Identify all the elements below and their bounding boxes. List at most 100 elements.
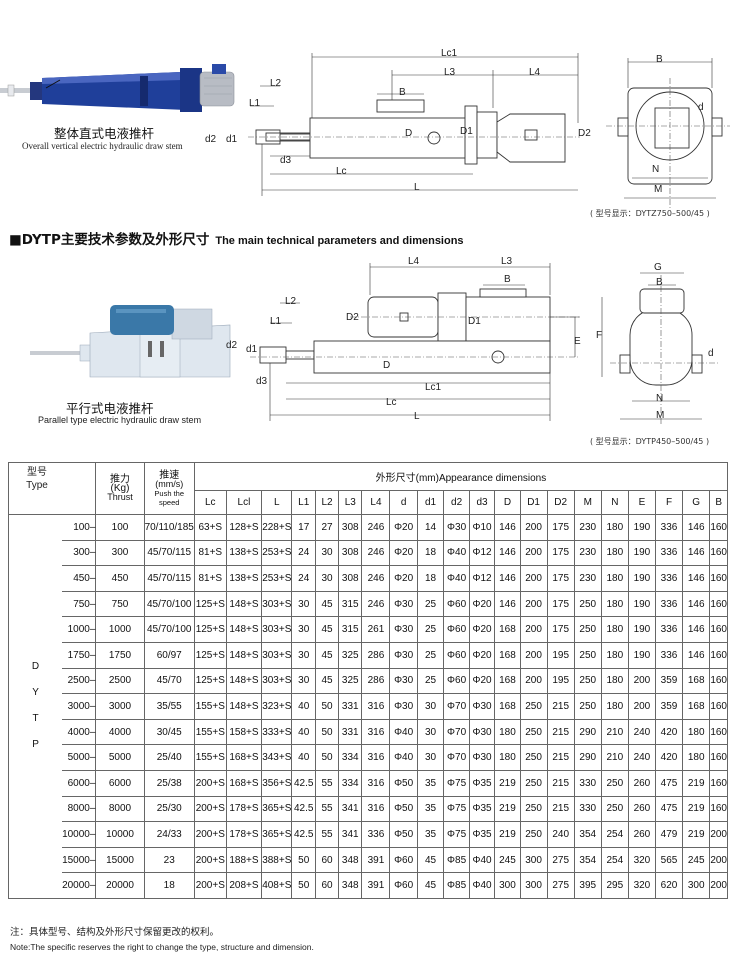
cell-n: 180: [600, 667, 629, 695]
section-title-cn: ■DYTP主要技术参数及外形尺寸: [9, 232, 210, 248]
cell-d1: 200: [519, 641, 548, 669]
col-header-d: D: [494, 490, 521, 515]
cell-l1: 40: [291, 718, 317, 746]
cell-d: 219: [494, 795, 521, 823]
cell-m: 354: [573, 846, 602, 874]
cell-d1: 45: [416, 872, 445, 899]
cell-type: 1750–: [62, 641, 97, 669]
cell-m: 230: [573, 514, 602, 541]
cell-b: 160: [709, 744, 728, 771]
col-header-lcl: Lcl: [225, 490, 263, 515]
cell-n: 254: [600, 846, 629, 874]
cell-l1: 30: [291, 590, 317, 618]
cell-e: 190: [627, 641, 656, 669]
cell-d3: Φ40: [468, 846, 496, 874]
dim-label-D1: D1: [460, 126, 473, 137]
cell-speed: 18: [143, 872, 195, 899]
cell-type: 1000–: [62, 616, 97, 643]
cell-thrust: 5000: [95, 744, 145, 771]
series-letter: P: [32, 739, 39, 751]
cell-d2: 275: [546, 846, 575, 874]
cell-l2: 50: [315, 718, 340, 746]
cell-l4: 261: [361, 616, 391, 643]
cell-type: 6000–: [62, 769, 97, 797]
dim-label-b-b: B: [504, 274, 511, 285]
cell-d3: Φ12: [468, 565, 496, 592]
cell-d1: 30: [416, 693, 445, 720]
cell-b: 160: [709, 769, 728, 797]
note-cn: 注：具体型号、结构及外形尺寸保留更改的权利。: [10, 927, 220, 938]
cell-d2: Φ85: [443, 872, 470, 899]
dim-label-d-side-b: d: [708, 348, 714, 359]
dim-label-n: N: [652, 164, 660, 175]
cell-n: 180: [600, 693, 629, 720]
cell-e: 200: [627, 667, 656, 695]
cell-n: 210: [600, 744, 629, 771]
cell-lcl: 168+S: [225, 769, 263, 797]
cell-lcl: 168+S: [225, 744, 263, 771]
cell-d: Φ20: [389, 539, 418, 567]
cell-e: 190: [627, 514, 656, 541]
cell-l1: 40: [291, 744, 317, 771]
cell-lcl: 178+S: [225, 795, 263, 823]
cell-b: 160: [709, 616, 728, 643]
cell-l2: 45: [315, 641, 340, 669]
parallel-push-rod-photo: [30, 305, 231, 378]
cell-speed: 35/55: [143, 693, 195, 720]
cell-d: 168: [494, 693, 521, 720]
cell-m: 250: [573, 641, 602, 669]
cell-lc: 63+S: [193, 514, 227, 541]
cell-d: 219: [494, 821, 521, 848]
cell-l: 323+S: [261, 693, 293, 720]
cell-n: 295: [600, 872, 629, 899]
col-header-f: F: [654, 490, 684, 515]
cell-d1: 300: [519, 872, 548, 899]
cell-type: 100–: [62, 514, 97, 541]
cell-e: 200: [627, 693, 656, 720]
cell-m: 290: [573, 744, 602, 771]
cell-d2: 240: [546, 821, 575, 848]
dim-label-l3: L3: [444, 67, 456, 78]
cell-d2: 175: [546, 616, 575, 643]
cell-l3: 331: [338, 718, 363, 746]
cell-m: 354: [573, 821, 602, 848]
cell-thrust: 750: [95, 590, 145, 618]
top-caption-en: Overall vertical electric hydraulic draw…: [22, 141, 183, 151]
cell-d: Φ50: [389, 821, 418, 848]
cell-d1: 25: [416, 667, 445, 695]
cell-f: 336: [654, 539, 684, 567]
cell-g: 146: [682, 641, 711, 669]
cell-d: 180: [494, 718, 521, 746]
cell-m: 230: [573, 539, 602, 567]
cell-d1: 25: [416, 590, 445, 618]
cell-g: 146: [682, 590, 711, 618]
cell-d1: 14: [416, 514, 445, 541]
cell-d1: 35: [416, 795, 445, 823]
cell-l: 253+S: [261, 539, 293, 567]
cell-g: 300: [682, 872, 711, 899]
dim-label-d1: d1: [226, 134, 238, 145]
cell-d: Φ60: [389, 846, 418, 874]
cell-lc: 200+S: [193, 872, 227, 899]
col-header-lc: Lc: [193, 490, 227, 515]
cell-lc: 200+S: [193, 769, 227, 797]
cell-lc: 81+S: [193, 565, 227, 592]
cell-d2: Φ40: [443, 565, 470, 592]
cell-f: 420: [654, 744, 684, 771]
cell-g: 245: [682, 846, 711, 874]
cell-d1: 45: [416, 846, 445, 874]
cell-thrust: 8000: [95, 795, 145, 823]
cell-g: 146: [682, 616, 711, 643]
cell-l3: 334: [338, 769, 363, 797]
cell-lcl: 148+S: [225, 641, 263, 669]
cell-g: 219: [682, 821, 711, 848]
cell-lcl: 178+S: [225, 821, 263, 848]
cell-b: 160: [709, 795, 728, 823]
col-header-d3: d3: [468, 490, 496, 515]
dim-label-lc-b: Lc: [386, 397, 397, 408]
cell-d3: Φ30: [468, 744, 496, 771]
